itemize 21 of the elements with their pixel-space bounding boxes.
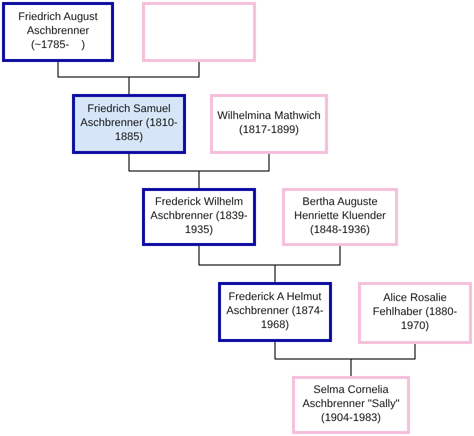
person-name: Friedrich Samuel Aschbrenner (1810-1885) xyxy=(79,103,179,145)
person-name: Alice Rosalie Fehlhaber (1880-1970) xyxy=(372,292,458,334)
person-box xyxy=(72,94,186,154)
connector-line xyxy=(198,154,270,188)
person-box xyxy=(2,2,114,62)
person-box xyxy=(218,282,332,342)
connector-line xyxy=(128,62,200,94)
connector-line xyxy=(350,344,416,376)
person-name: Selma Cornelia Aschbrenner "Sally" (1904-1983) xyxy=(301,384,401,426)
person-box xyxy=(292,376,410,434)
person-name: Frederick Wilhelm Aschbrenner (1839-1935) xyxy=(149,196,249,238)
person-box xyxy=(210,94,328,154)
person-box xyxy=(282,188,398,246)
person-name: Bertha Auguste Henriette Kluender (1848-1936) xyxy=(293,196,387,238)
connector-line xyxy=(274,246,340,282)
person-name: Friedrich August Aschbrenner (~1785- ) xyxy=(17,11,99,53)
person-box xyxy=(358,282,472,344)
empty-box xyxy=(142,2,256,62)
person-name: Wilhelmina Mathwich (1817-1899) xyxy=(217,110,321,138)
person-box xyxy=(142,188,256,246)
person-name: Frederick A Helmut Aschbrenner (1874-1968) xyxy=(225,291,325,333)
